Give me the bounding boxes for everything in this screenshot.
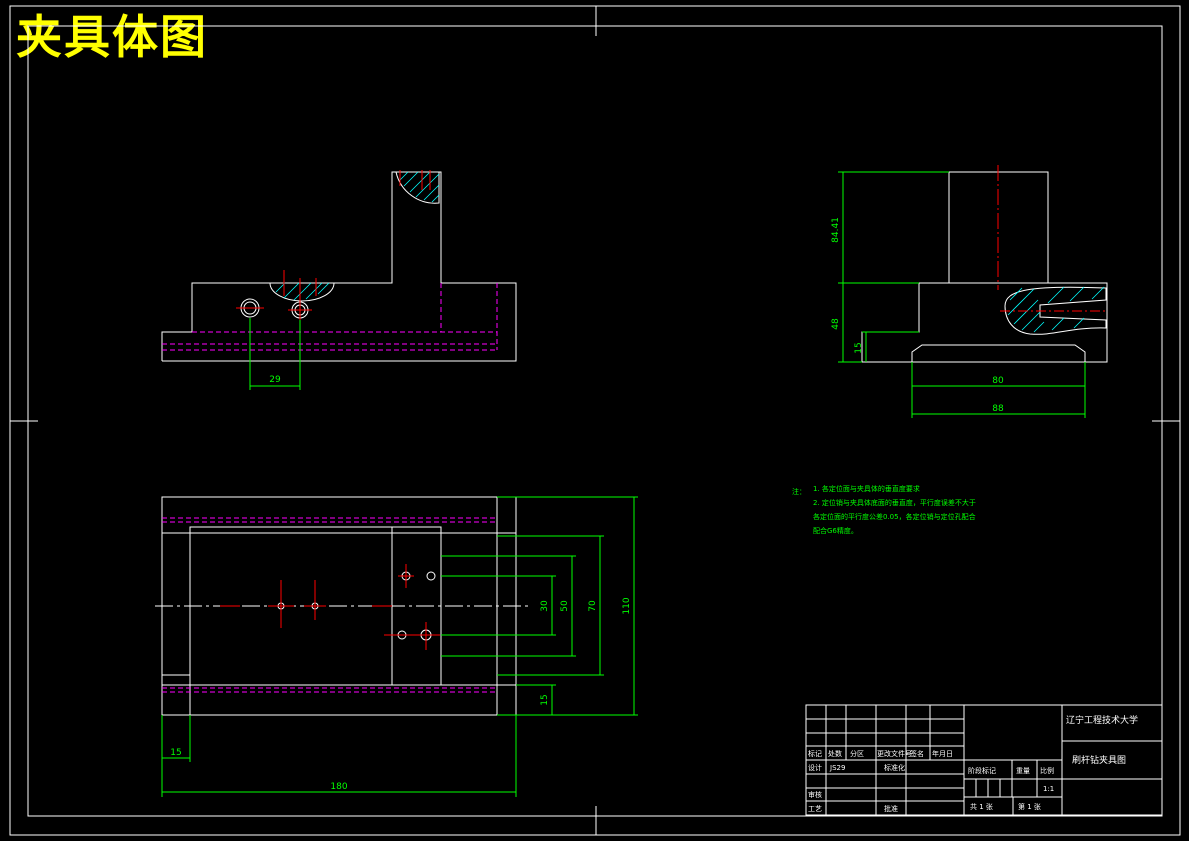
front-hidden-lines bbox=[162, 283, 498, 351]
notes-line-1: 1. 各定位面与夹具体的垂直度要求 bbox=[813, 484, 920, 493]
plan-dims bbox=[161, 496, 638, 797]
dim-label-48: 48 bbox=[831, 318, 841, 330]
tb-zone: 分区 bbox=[850, 749, 864, 758]
plan-view: 30 50 70 110 15 15 180 bbox=[155, 496, 638, 797]
side-dims bbox=[838, 171, 1086, 418]
tb-mark: 标记 bbox=[808, 749, 822, 758]
sheet-border bbox=[9, 5, 1181, 836]
plan-hidden-lines bbox=[162, 517, 497, 693]
side-hatch bbox=[1000, 286, 1108, 335]
tb-date: 年月日 bbox=[932, 749, 953, 758]
dim-label-29: 29 bbox=[269, 375, 281, 385]
front-dim-29 bbox=[249, 318, 301, 390]
plan-holes bbox=[220, 564, 440, 650]
notes-head: 注： bbox=[792, 487, 806, 496]
tb-part-name: 刷杆钻夹具图 bbox=[1072, 754, 1126, 766]
dim-label-70: 70 bbox=[588, 600, 598, 612]
notes-line-4: 配合G6精度。 bbox=[813, 526, 858, 535]
tb-sheet-num: 第 1 张 bbox=[1018, 802, 1041, 811]
dim-label-180: 180 bbox=[330, 782, 347, 792]
dim-label-88: 88 bbox=[992, 404, 1004, 414]
side-view: 84.41 48 15 80 88 bbox=[831, 165, 1108, 418]
tb-review: 审核 bbox=[808, 790, 822, 799]
tb-design: 设计 bbox=[808, 763, 822, 772]
tb-standard: 标准化 bbox=[884, 763, 905, 772]
dim-label-15-left: 15 bbox=[170, 748, 181, 758]
tb-change-doc: 更改文件号 bbox=[877, 749, 912, 758]
front-hatch-top bbox=[395, 170, 440, 204]
dim-label-50: 50 bbox=[560, 600, 570, 612]
tb-sign: 签名 bbox=[910, 749, 924, 758]
tb-scale-value: 1:1 bbox=[1043, 785, 1054, 793]
tb-approve: 批准 bbox=[884, 804, 898, 813]
dim-label-84-41: 84.41 bbox=[831, 217, 841, 243]
tb-scale: 比例 bbox=[1040, 766, 1054, 775]
front-holes bbox=[236, 296, 312, 324]
technical-notes: 注： 1. 各定位面与夹具体的垂直度要求 2. 定位销与夹具体底面的垂直度，平行… bbox=[792, 484, 976, 535]
tb-school: 辽宁工程技术大学 bbox=[1066, 714, 1138, 726]
front-view: 29 bbox=[161, 170, 517, 390]
dim-label-110: 110 bbox=[622, 597, 632, 614]
drawing-title: 夹具体图 bbox=[16, 10, 208, 64]
tb-design-value: JS29 bbox=[829, 764, 845, 772]
tb-weight: 重量 bbox=[1016, 767, 1030, 775]
dim-label-30: 30 bbox=[540, 600, 550, 612]
tb-count: 处数 bbox=[828, 749, 842, 758]
tb-process: 工艺 bbox=[808, 805, 822, 813]
title-block: 标记 处数 分区 更改文件号 签名 年月日 设计 JS29 标准化 审核 工艺 … bbox=[805, 704, 1163, 816]
notes-line-2: 2. 定位销与夹具体底面的垂直度，平行度误差不大于 bbox=[813, 498, 976, 507]
front-hatch-pocket bbox=[269, 270, 335, 302]
tb-sheet-total: 共 1 张 bbox=[970, 802, 993, 811]
dim-label-80: 80 bbox=[992, 376, 1004, 386]
dim-label-15-plan: 15 bbox=[540, 694, 550, 705]
dim-label-15-side: 15 bbox=[854, 342, 864, 353]
tb-stage-mark: 阶段标记 bbox=[968, 766, 996, 775]
notes-line-3: 各定位面的平行度公差0.05，各定位销与定位孔配合 bbox=[813, 512, 976, 521]
